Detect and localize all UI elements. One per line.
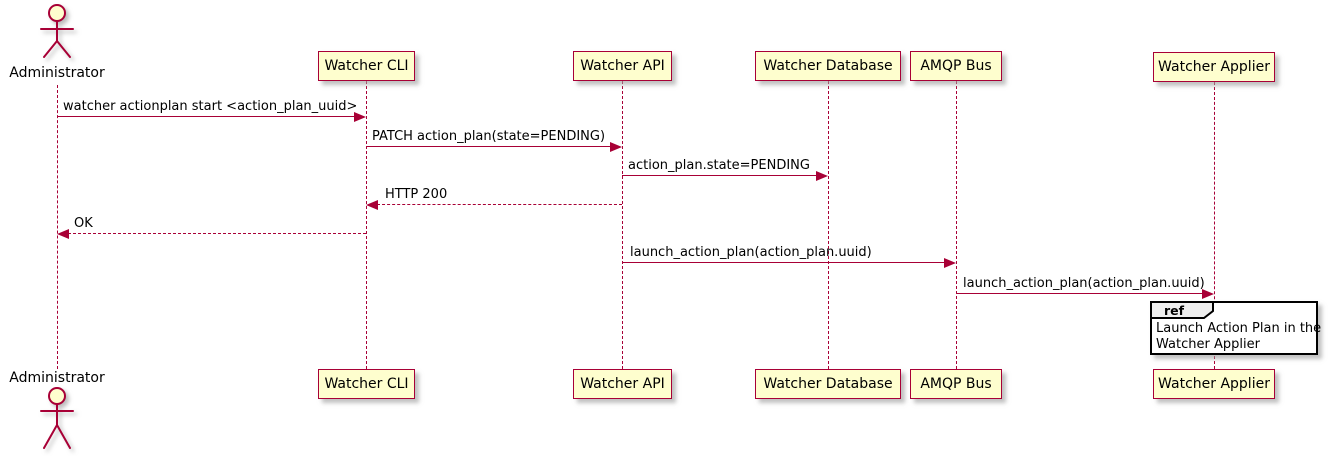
arrowhead-left-icon: [366, 200, 378, 210]
arrowhead-right-icon: [944, 258, 956, 268]
lifeline-watcher-cli: [366, 81, 367, 369]
message-line-1: [57, 116, 355, 117]
participant-watcher-cli-top: Watcher CLI: [318, 51, 415, 81]
arrowhead-left-icon: [57, 229, 69, 239]
message-label-5: OK: [74, 216, 93, 231]
ref-fragment: ref Launch Action Plan in the Watcher Ap…: [1150, 301, 1322, 355]
ref-keyword: ref: [1164, 303, 1185, 318]
message-label-6: launch_action_plan(action_plan.uuid): [630, 245, 872, 260]
message-label-4: HTTP 200: [385, 187, 448, 202]
message-line-3: [622, 175, 817, 176]
ref-text-line2: Watcher Applier: [1156, 337, 1260, 352]
arrowhead-right-icon: [610, 142, 622, 152]
lifeline-amqp-bus: [956, 81, 957, 369]
lifeline-watcher-database: [828, 81, 829, 369]
ref-pentagon-icon: [1150, 301, 1214, 319]
participant-watcher-database-bottom: Watcher Database: [755, 369, 901, 399]
message-line-7: [956, 293, 1203, 294]
actor-label-administrator-top: Administrator: [9, 65, 105, 81]
message-label-2: PATCH action_plan(state=PENDING): [372, 129, 606, 144]
actor-label-administrator-bottom: Administrator: [9, 370, 105, 386]
message-line-2: [366, 146, 611, 147]
participant-watcher-applier-top: Watcher Applier: [1153, 52, 1275, 82]
message-label-1: watcher actionplan start <action_plan_uu…: [63, 99, 358, 114]
lifeline-watcher-applier: [1214, 82, 1215, 369]
ref-text-line1: Launch Action Plan in the: [1156, 321, 1322, 336]
participant-watcher-applier-bottom: Watcher Applier: [1153, 369, 1275, 399]
arrowhead-right-icon: [1202, 289, 1214, 299]
lifeline-watcher-api: [622, 81, 623, 369]
message-line-4: [377, 204, 622, 205]
message-line-5: [68, 233, 366, 234]
message-label-3: action_plan.state=PENDING: [628, 158, 810, 173]
arrowhead-right-icon: [816, 171, 828, 181]
message-line-6: [622, 262, 945, 263]
participant-watcher-database-top: Watcher Database: [755, 51, 901, 81]
participant-watcher-cli-bottom: Watcher CLI: [318, 369, 415, 399]
participant-amqp-bus-top: AMQP Bus: [910, 51, 1002, 81]
participant-watcher-api-bottom: Watcher API: [573, 369, 672, 399]
participant-watcher-api-top: Watcher API: [573, 51, 672, 81]
arrowhead-right-icon: [354, 112, 366, 122]
lifeline-administrator: [57, 85, 58, 369]
message-label-7: launch_action_plan(action_plan.uuid): [963, 276, 1205, 291]
participant-amqp-bus-bottom: AMQP Bus: [910, 369, 1002, 399]
administrator-actor-icon: [40, 4, 74, 58]
administrator-actor-icon: [40, 387, 74, 449]
